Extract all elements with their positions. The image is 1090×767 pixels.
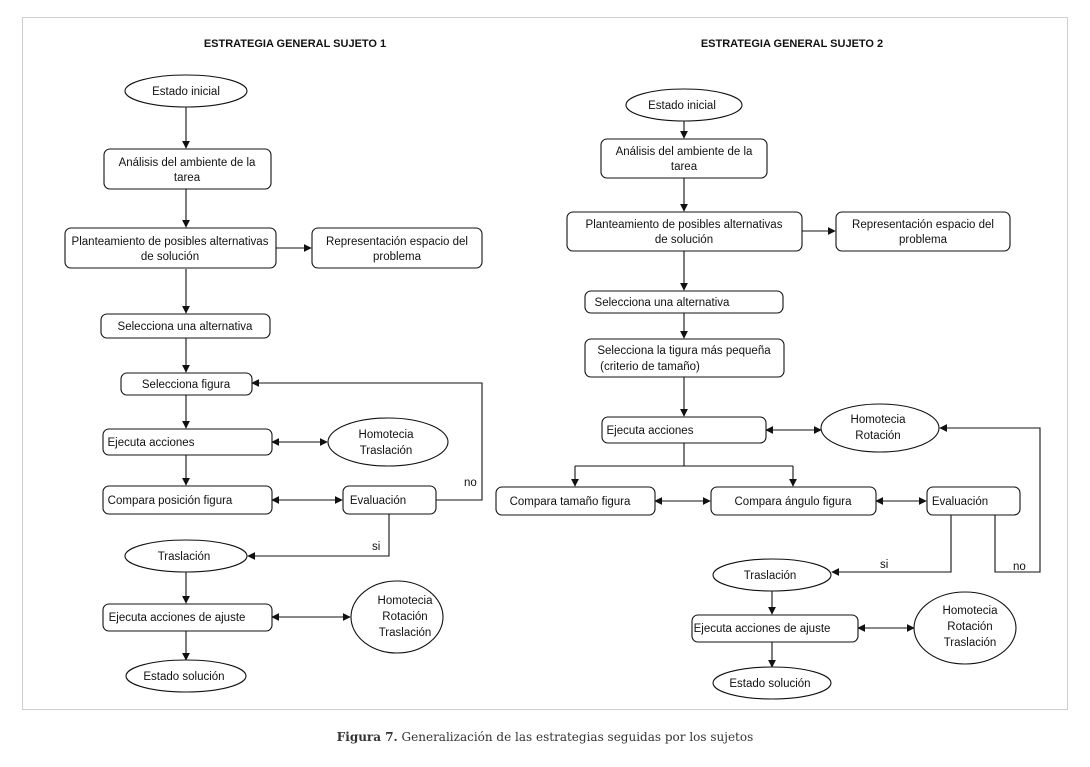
node-r-analisis-line-0: Análisis del ambiente de la <box>616 146 753 158</box>
node-l-traslacion-line-0: Traslación <box>158 551 211 563</box>
node-r-homotecia-rotacion-line-0: Homotecia <box>851 414 907 426</box>
node-r-ejecuta-ajuste-line-0: Ejecuta acciones de ajuste <box>694 623 831 635</box>
figure-caption: Figura 7. Generalización de las estrateg… <box>0 730 1090 744</box>
node-l-representacion-line-1: problema <box>373 251 422 263</box>
node-l-ejecuta-ajuste-line-0: Ejecuta acciones de ajuste <box>109 612 246 624</box>
node-r-compara-angulo <box>710 486 877 516</box>
edge-label-r-no: no <box>1013 561 1026 573</box>
edge-l-evaluacion-si-traslacion <box>247 514 390 560</box>
node-l-selecciona-alt <box>100 313 271 339</box>
node-l-analisis-line-0: Análisis del ambiente de la <box>119 157 256 169</box>
node-r-representacion-line-1: problema <box>899 234 948 246</box>
node-l-hrt-line-0: Homotecia <box>378 595 434 607</box>
node-l-homotecia-traslacion <box>327 417 449 467</box>
figure-caption-label: Figura 7. <box>336 730 398 744</box>
node-l-compara-posicion <box>102 485 273 515</box>
node-l-analisis-line-1: tarea <box>174 172 201 184</box>
edge-label-r-si: si <box>880 559 888 571</box>
node-r-compara-tamano-line-0: Compara tamaño figura <box>510 496 631 508</box>
node-l-ejecuta-line-0: Ejecuta acciones <box>108 437 195 449</box>
node-l-hrt-line-1: Rotación <box>382 611 427 623</box>
node-r-planteamiento <box>566 211 803 252</box>
node-l-hrt-line-2: Traslación <box>379 627 432 639</box>
node-r-solucion-line-0: Estado solución <box>729 678 810 690</box>
left-edges <box>182 107 483 661</box>
node-l-solucion-line-0: Estado solución <box>143 671 224 683</box>
node-r-hrt-line-1: Rotación <box>947 621 992 633</box>
node-r-homotecia-rotacion-line-1: Rotación <box>855 430 900 442</box>
node-l-evaluacion <box>342 485 437 515</box>
node-r-inicio-line-0: Estado inicial <box>648 100 716 112</box>
node-l-homotecia-traslacion-line-0: Homotecia <box>359 429 415 441</box>
node-l-inicio-line-0: Estado inicial <box>152 86 220 98</box>
node-r-selecciona-alt-line-0: Selecciona una alternativa <box>595 297 730 309</box>
node-r-representacion-line-0: Representación espacio del <box>852 219 994 231</box>
node-l-solucion <box>125 659 247 693</box>
node-l-representacion-line-0: Representación espacio del <box>326 236 468 248</box>
right-edges <box>571 121 1041 668</box>
node-l-ejecuta <box>102 428 273 456</box>
node-l-planteamiento-line-0: Planteamiento de posibles alternativas <box>72 236 269 248</box>
node-r-selecciona-alt <box>584 290 784 314</box>
node-r-hrt-line-0: Homotecia <box>943 605 999 617</box>
node-r-compara-angulo-line-0: Compara ángulo figura <box>735 496 853 508</box>
node-l-selecciona-fig <box>120 372 253 396</box>
node-r-traslacion-line-0: Traslación <box>744 570 797 582</box>
edge-r-evaluacion-si-traslacion <box>831 515 952 576</box>
node-r-ejecuta <box>601 416 767 444</box>
node-r-homotecia-rotacion <box>820 403 940 453</box>
node-r-selecciona-pequena-line-0: Selecciona la tigura más pequeña <box>597 345 771 357</box>
edge-label-l-no: no <box>464 477 477 489</box>
node-r-planteamiento-line-0: Planteamiento de posibles alternativas <box>586 219 783 231</box>
node-l-compara-posicion-line-0: Compara posición figura <box>108 495 233 507</box>
node-r-ejecuta-line-0: Ejecuta acciones <box>607 425 694 437</box>
node-l-evaluacion-line-0: Evaluación <box>350 495 406 507</box>
edge-l-evaluacion-no-loop <box>251 379 483 501</box>
node-l-homotecia-rotacion-traslacion <box>350 580 444 654</box>
node-l-representacion <box>311 227 483 269</box>
node-r-compara-tamano <box>495 486 656 516</box>
node-l-analisis <box>103 148 272 190</box>
node-l-selecciona-fig-line-0: Selecciona figura <box>142 379 231 391</box>
flowchart-diagram: ESTRATEGIA GENERAL SUJETO 1 ESTRATEGIA G… <box>64 38 1041 700</box>
left-diagram-title: ESTRATEGIA GENERAL SUJETO 1 <box>204 38 386 50</box>
node-l-inicio <box>124 74 248 108</box>
node-l-homotecia-traslacion-line-1: Traslación <box>360 445 413 457</box>
node-l-planteamiento <box>64 227 277 269</box>
node-r-solucion <box>712 666 832 700</box>
node-l-planteamiento-line-1: de solución <box>141 251 199 263</box>
node-r-analisis-line-1: tarea <box>671 161 698 173</box>
node-r-ejecuta-ajuste <box>691 614 859 643</box>
node-r-hrt-line-2: Traslación <box>944 637 997 649</box>
node-l-traslacion <box>124 539 248 573</box>
node-l-selecciona-alt-line-0: Selecciona una alternativa <box>118 321 253 333</box>
node-r-evaluacion-line-0: Evaluación <box>932 496 988 508</box>
right-diagram-title: ESTRATEGIA GENERAL SUJETO 2 <box>701 38 883 50</box>
edge-r-ejecuta-branch <box>575 443 793 467</box>
edge-r-evaluacion-no-loop <box>939 424 1041 573</box>
node-r-representacion <box>835 211 1011 252</box>
node-r-selecciona-pequena <box>584 338 785 378</box>
figure-caption-text: Generalización de las estrategias seguid… <box>397 730 754 744</box>
node-r-selecciona-pequena-line-1: (criterio de tamaño) <box>600 361 700 373</box>
node-l-ejecuta-ajuste <box>102 603 273 632</box>
node-r-analisis <box>600 138 768 179</box>
node-r-homotecia-rotacion-traslacion <box>913 591 1017 665</box>
node-r-inicio <box>625 88 743 122</box>
right-nodes: Estado inicial Análisis del ambiente de … <box>495 88 1021 700</box>
node-r-planteamiento-line-1: de solución <box>655 234 713 246</box>
edge-label-l-si: si <box>372 541 380 553</box>
node-r-evaluacion <box>926 486 1021 516</box>
figure-frame <box>22 17 1068 710</box>
node-r-traslacion <box>712 558 832 592</box>
left-nodes: Estado inicial Análisis del ambiente de … <box>64 74 483 693</box>
